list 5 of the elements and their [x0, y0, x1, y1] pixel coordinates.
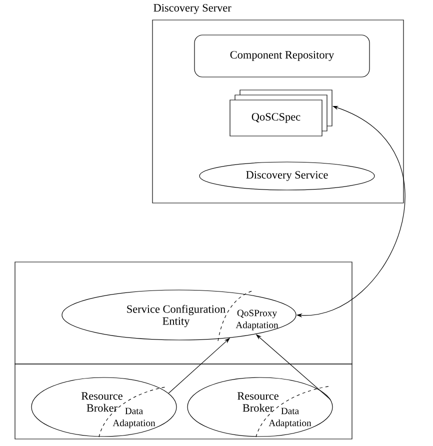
spec-stack: QoSCSpec [230, 90, 332, 136]
layer-band [14, 262, 352, 364]
layer-band [14, 364, 352, 440]
repository-box: Component Repository [194, 34, 370, 78]
node-label: Discovery Server [154, 4, 232, 14]
